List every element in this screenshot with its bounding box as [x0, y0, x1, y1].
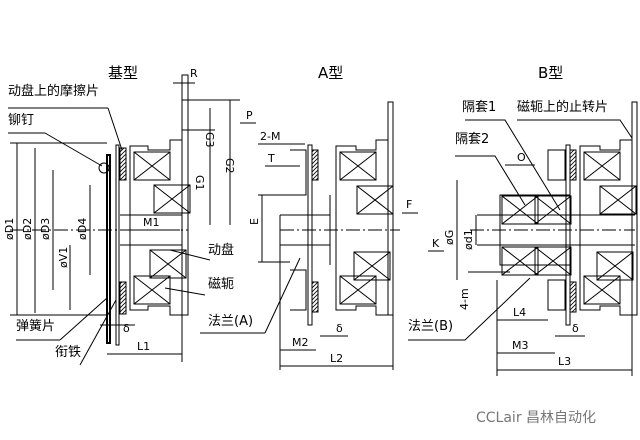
label-sleeve-1: 隔套1	[462, 99, 496, 115]
dim-O: O	[517, 151, 526, 164]
flange-plate	[181, 74, 189, 316]
dim-4-m: 4-m	[458, 288, 471, 310]
dim-delta-base: δ	[123, 322, 130, 335]
dim-G: øG	[443, 230, 456, 245]
dim-D2: øD2	[21, 218, 34, 240]
label-spring-plate: 弹簧片	[16, 318, 55, 334]
dim-R: R	[190, 67, 198, 80]
armature	[115, 144, 120, 346]
friction-pad	[119, 147, 127, 181]
dim-M3: M3	[512, 339, 529, 352]
dim-L4: L4	[513, 306, 526, 319]
watermark: CCLair 昌林自动化	[476, 410, 596, 426]
friction-pad	[119, 281, 127, 315]
dim-F: F	[406, 198, 412, 211]
dim-P: P	[246, 109, 253, 122]
label-armature: 衔铁	[55, 345, 81, 360]
label-sleeve-2: 隔套2	[455, 131, 489, 147]
a-title: A型	[318, 64, 343, 82]
label-yoke: 磁轭	[208, 276, 234, 292]
dim-K: K	[432, 237, 440, 250]
dim-delta-a: δ	[336, 322, 343, 335]
dim-M1: M1	[143, 216, 160, 229]
dim-D3: øD3	[39, 218, 52, 240]
disc	[307, 144, 313, 326]
dim-L3: L3	[558, 355, 571, 368]
b-type-view: B型 隔套1 磁轭上的止转片 隔套2 O øG ød1 4-m L4 法兰(B)…	[408, 64, 638, 376]
label-flange-a: 法兰(A)	[208, 314, 253, 329]
label-stop-plate: 磁轭上的止转片	[517, 99, 608, 115]
dim-T: T	[267, 152, 275, 165]
a-type-view: A型 E 2-M T F K M2 L2 δ	[200, 64, 444, 370]
rivet	[98, 162, 110, 174]
base-title: 基型	[108, 64, 138, 82]
spring-plate	[106, 154, 111, 344]
dim-M2: M2	[292, 336, 309, 349]
dim-D1: øD1	[3, 218, 16, 240]
label-rivet: 铆钉	[8, 113, 34, 128]
dim-G3: G3	[203, 132, 216, 148]
dim-G2: G2	[223, 158, 236, 174]
label-flange-b: 法兰(B)	[408, 319, 453, 334]
label-friction-pad: 动盘上的摩擦片	[8, 83, 99, 99]
dim-2-M: 2-M	[260, 130, 280, 143]
dim-L1: L1	[137, 340, 150, 353]
dim-d1: ød1	[462, 229, 475, 250]
dim-E: E	[248, 218, 261, 225]
base-type-view: 基型 øD1 øD2 øD3 øV1 øD4 M1 L1 δ R G3 G1 G…	[3, 64, 256, 366]
dim-G1: G1	[193, 175, 206, 191]
label-disc: 动盘	[208, 242, 234, 258]
b-title: B型	[538, 64, 563, 82]
dim-D4: øD4	[76, 218, 89, 240]
dim-L2: L2	[330, 352, 343, 365]
dim-V1: øV1	[57, 247, 70, 268]
dim-delta-b: δ	[572, 322, 579, 335]
